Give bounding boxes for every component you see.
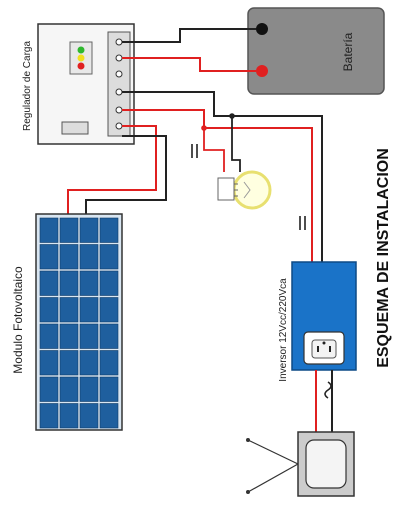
solar-cell	[99, 217, 119, 243]
solar-cell	[39, 350, 59, 376]
inverter-label: Inversor 12Vcc/220Vca	[278, 278, 289, 382]
wire-regulator-load-positive	[122, 109, 313, 262]
solar-cell	[99, 350, 119, 376]
wire-regulator-load-negative	[122, 91, 323, 262]
wire-panel-negative	[85, 135, 167, 214]
solar-cell	[39, 244, 59, 270]
ac-symbol	[324, 381, 332, 399]
solar-cell	[79, 244, 99, 270]
solar-cell	[59, 376, 79, 402]
solar-panel-cells	[39, 217, 119, 429]
regulator-display	[61, 121, 89, 135]
solar-cell	[39, 376, 59, 402]
dc-symbol-bulb	[191, 144, 198, 158]
solar-cell	[59, 244, 79, 270]
wire-regulator-battery-positive	[122, 57, 256, 72]
solar-cell	[39, 270, 59, 296]
diagram-title: ESQUEMA DE INSTALACION	[375, 148, 392, 368]
wire-bulb-positive	[203, 128, 225, 172]
solar-cell	[39, 403, 59, 429]
solar-cell	[59, 323, 79, 349]
solar-cell	[39, 297, 59, 323]
solar-cell	[59, 403, 79, 429]
solar-cell	[39, 217, 59, 243]
solar-cell	[79, 350, 99, 376]
power-outlet-icon	[303, 331, 345, 365]
solar-cell	[59, 297, 79, 323]
led-green	[77, 46, 85, 54]
solar-cell	[99, 270, 119, 296]
solar-panel	[35, 213, 123, 431]
solar-cell	[39, 323, 59, 349]
solar-cell	[99, 297, 119, 323]
wire-panel-positive	[67, 125, 157, 214]
solar-cell	[79, 403, 99, 429]
solar-cell	[99, 403, 119, 429]
wire-regulator-battery-negative	[122, 28, 256, 43]
battery-positive-terminal	[256, 65, 268, 77]
battery-label: Batería	[341, 32, 355, 71]
solar-cell	[79, 270, 99, 296]
solar-cell	[59, 270, 79, 296]
battery-negative-terminal	[256, 23, 268, 35]
module-label: Modulo Fotovoltaico	[11, 266, 25, 374]
solar-cell	[79, 297, 99, 323]
television-icon	[246, 431, 355, 497]
solar-cell	[79, 376, 99, 402]
solar-cell	[99, 244, 119, 270]
wire-junction-positive	[201, 125, 207, 131]
wire-bulb-negative	[231, 116, 241, 172]
solar-cell	[99, 323, 119, 349]
dc-symbol-inverter	[299, 216, 306, 230]
regulator-label: Regulador de Carga	[22, 41, 33, 131]
regulator-terminal-block	[107, 31, 131, 137]
wire-junction-negative	[229, 113, 235, 119]
solar-cell	[79, 323, 99, 349]
light-bulb-icon	[217, 170, 272, 210]
solar-cell	[79, 217, 99, 243]
solar-cell	[59, 350, 79, 376]
solar-cell	[59, 217, 79, 243]
solar-cell	[99, 376, 119, 402]
led-yellow	[77, 54, 85, 62]
battery	[247, 7, 385, 95]
led-red	[77, 62, 85, 70]
